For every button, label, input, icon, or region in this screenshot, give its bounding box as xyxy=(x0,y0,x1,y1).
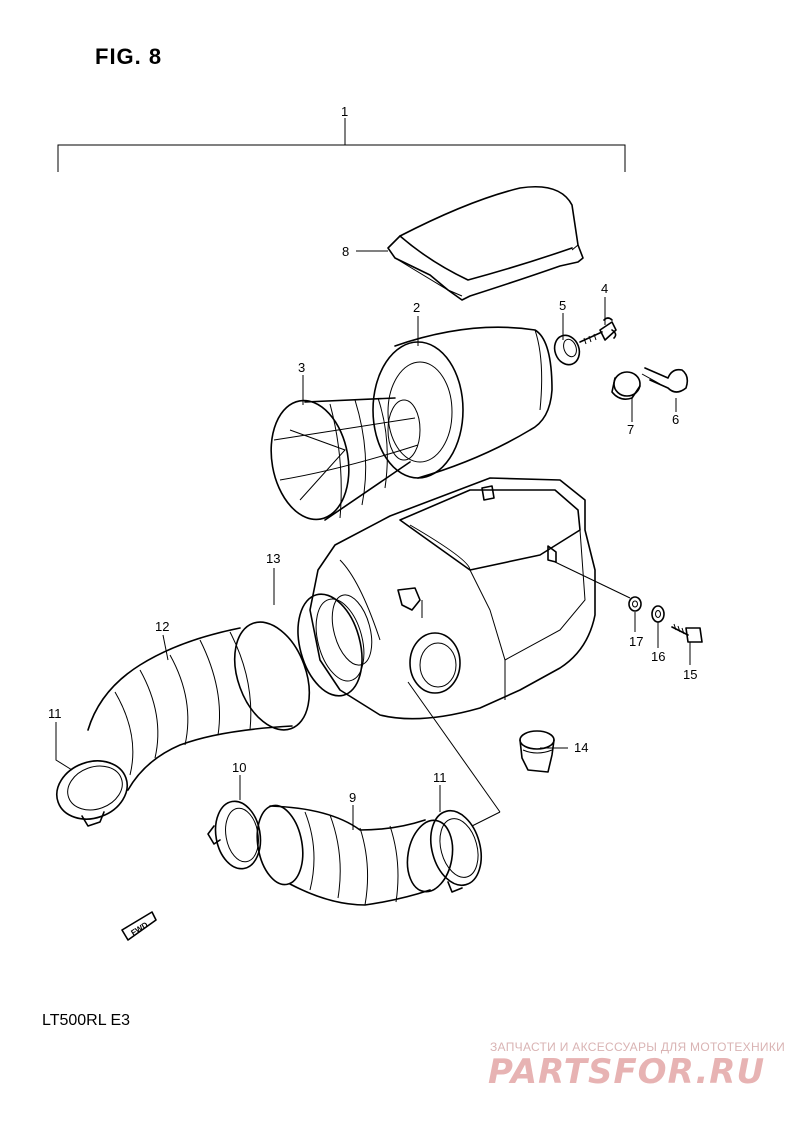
hose-clamp-11a xyxy=(56,760,128,827)
callout-6: 6 xyxy=(672,412,679,427)
inlet-seal-13 xyxy=(297,593,373,697)
bolt-15 xyxy=(671,623,703,643)
callout-8: 8 xyxy=(342,244,349,259)
wing-screw xyxy=(579,317,617,345)
outlet-hose-9 xyxy=(256,804,454,906)
callout-16: 16 xyxy=(651,649,665,664)
nut-17 xyxy=(628,596,642,612)
drain-plug-14 xyxy=(519,730,555,773)
model-code: LT500RL E3 xyxy=(42,1012,131,1029)
watermark-logo: PARTSFOR.RU xyxy=(488,1052,766,1092)
grommet xyxy=(553,334,581,366)
callout-3: 3 xyxy=(298,360,305,375)
air-box-case xyxy=(309,477,596,720)
assembly-bracket xyxy=(57,118,626,172)
callout-11-right: 11 xyxy=(433,770,447,785)
callout-1: 1 xyxy=(341,104,348,119)
callout-7: 7 xyxy=(627,422,634,437)
watermark-subtitle: ЗАПЧАСТИ И АКСЕССУАРЫ ДЛЯ МОТОТЕХНИКИ xyxy=(490,1040,786,1054)
hose-clamp-11b xyxy=(430,809,482,893)
leader-lines xyxy=(55,250,691,830)
box-outlet-port xyxy=(409,632,461,694)
callout-15: 15 xyxy=(683,667,697,682)
air-filter-element xyxy=(372,326,553,479)
filter-cage xyxy=(270,397,421,521)
callout-17: 17 xyxy=(629,634,643,649)
figure-title: FIG. 8 xyxy=(95,44,163,69)
callout-11-left: 11 xyxy=(48,706,62,721)
callout-5: 5 xyxy=(559,298,566,313)
callout-10: 10 xyxy=(232,760,246,775)
callout-12: 12 xyxy=(155,619,169,634)
callout-4: 4 xyxy=(601,281,608,296)
spring-clip xyxy=(641,367,689,393)
forward-label: FWD xyxy=(129,920,149,937)
inlet-hose-12 xyxy=(87,621,311,791)
callout-13: 13 xyxy=(266,551,280,566)
callout-9: 9 xyxy=(349,790,356,805)
end-cap xyxy=(611,371,641,400)
callout-2: 2 xyxy=(413,300,420,315)
callout-labels: 1 2 3 4 5 6 7 8 9 10 11 11 12 13 14 15 1… xyxy=(48,104,697,805)
washer-16 xyxy=(651,605,665,623)
forward-direction-icon: FWD xyxy=(121,911,157,941)
air-cleaner-cover xyxy=(387,186,584,301)
callout-14: 14 xyxy=(574,740,588,755)
